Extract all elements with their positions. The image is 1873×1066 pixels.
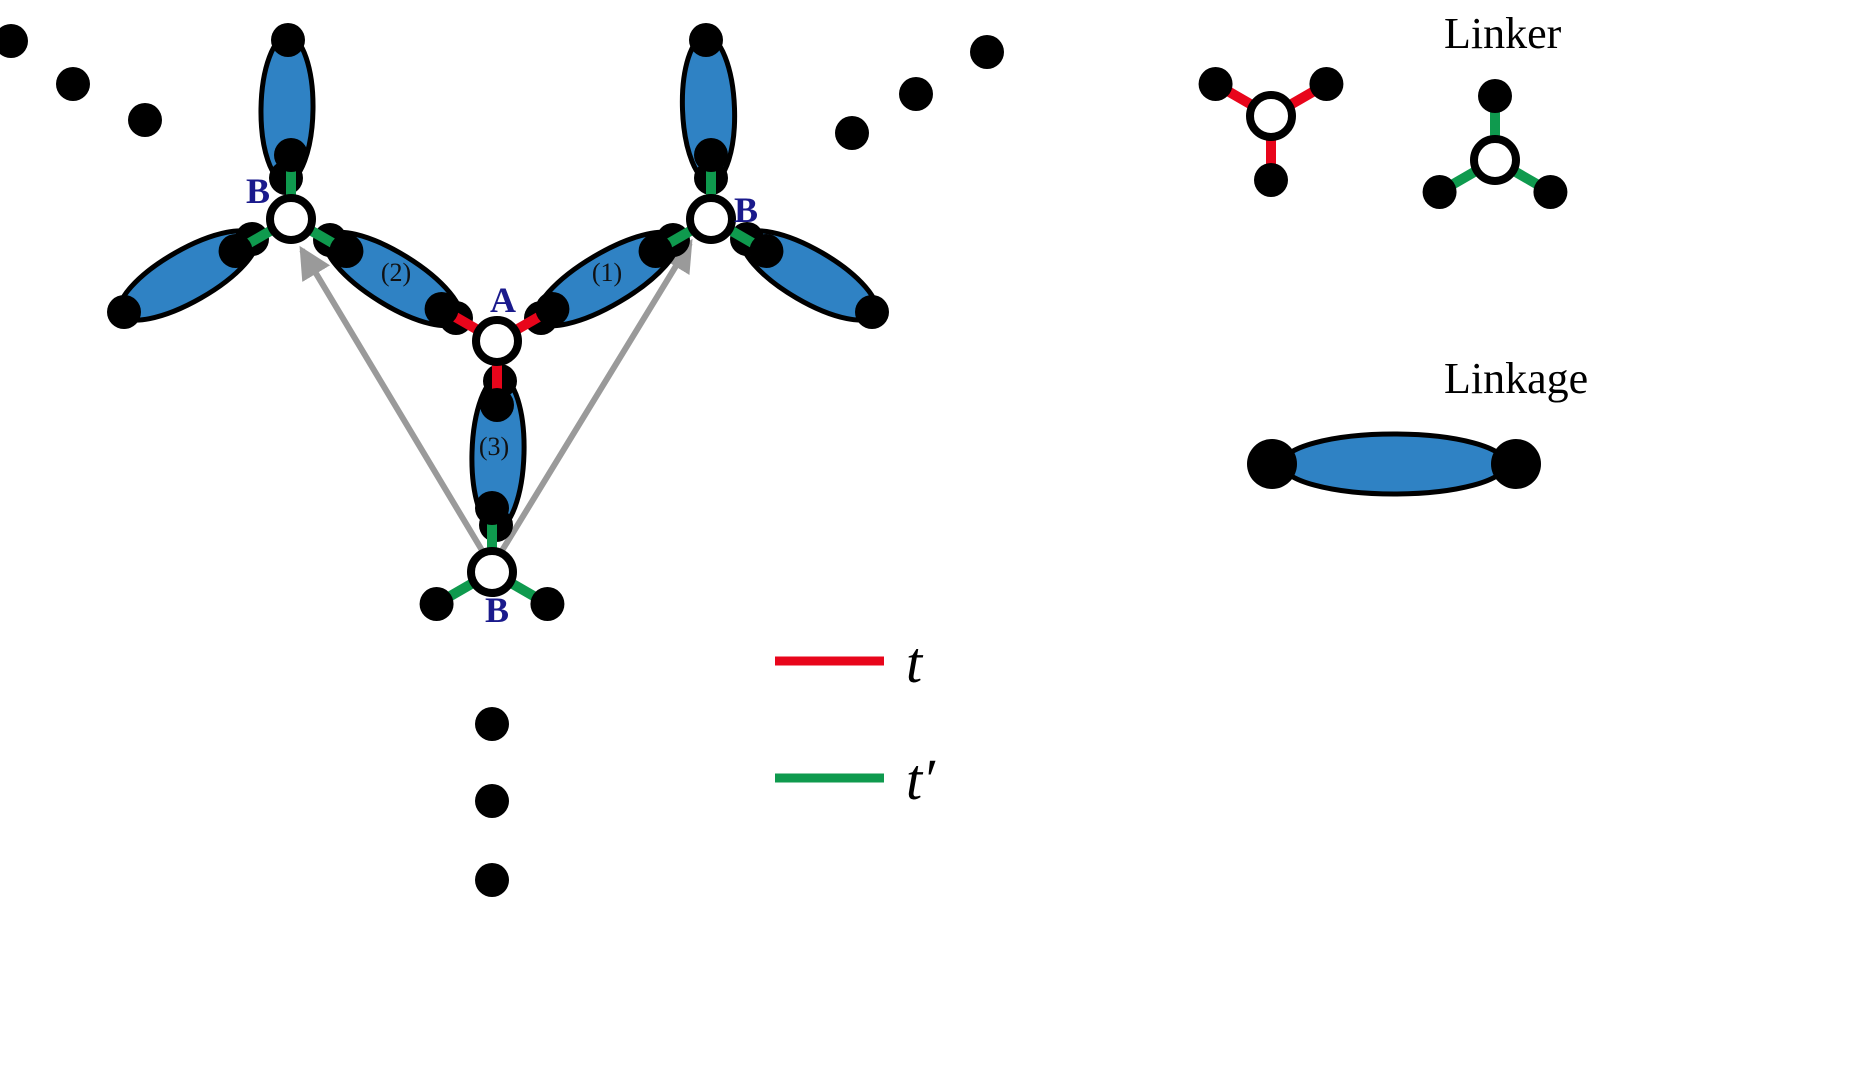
- linkage-label: (2): [381, 258, 411, 287]
- linker-site-node: [1422, 175, 1457, 209]
- legend-symbol-legend-t-prime: t′: [906, 747, 936, 812]
- bond-t: [1224, 86, 1254, 109]
- ellipsis-dot-top-left: [0, 24, 28, 58]
- linker-site-node: [1478, 79, 1512, 113]
- bond-t-prime: [244, 226, 274, 249]
- ellipsis-dot-top-right: [899, 77, 933, 111]
- legend-linkage-node: [1247, 439, 1297, 489]
- ellipsis-dot-bottom: [475, 784, 509, 818]
- bond-t-prime: [1448, 167, 1478, 190]
- linker-site-node: [424, 292, 459, 326]
- panel-title-panel-linkage: Linkage: [1444, 354, 1588, 403]
- linker-site-node: [694, 138, 728, 172]
- lattice-vector-arrows: [299, 238, 693, 569]
- legend-linkage-node: [1491, 439, 1541, 489]
- linker-site-node: [218, 234, 253, 268]
- legend-symbol-legend-t: t: [906, 630, 924, 695]
- linker-group: A B B B: [218, 138, 784, 630]
- arrow-to-b-right: [489, 238, 693, 569]
- linker-site-node: [530, 587, 565, 621]
- linker-site-node: [329, 234, 364, 268]
- linker-label-B: B: [734, 190, 758, 230]
- linker-site-node: [475, 491, 509, 525]
- bond-t-prime: [728, 226, 758, 249]
- legend-linkage-body: [1279, 431, 1509, 497]
- linker-label-A: A: [490, 280, 516, 320]
- linkage-b-right-se: [730, 222, 889, 329]
- linker-hub: [1246, 91, 1296, 141]
- linker-site-node: [749, 234, 784, 268]
- ellipsis-dots-group: [0, 24, 1004, 897]
- legend-linkage-symbol: [1247, 431, 1541, 497]
- linker-label-B: B: [246, 171, 270, 211]
- bond-t-prime: [1512, 167, 1542, 190]
- bond-t-prime: [664, 226, 694, 249]
- linker-hub: [686, 194, 736, 244]
- linker-A: A: [424, 280, 570, 422]
- linker-hub: [1470, 135, 1520, 185]
- linker-label-B: B: [485, 590, 509, 630]
- bond-t-prime: [308, 226, 338, 249]
- panel-title-panel-linker: Linker: [1444, 9, 1562, 58]
- bond-t-prime: [509, 579, 539, 602]
- linkage-end-node: [271, 23, 305, 57]
- linker-site-node: [638, 234, 673, 268]
- linker-legend-linker-t-prime: [1422, 79, 1568, 209]
- linkage-b-left-sw: [107, 222, 269, 329]
- linker-site-node: [1533, 175, 1568, 209]
- linker-B-bottom: B: [419, 491, 565, 630]
- bond-t: [1288, 86, 1318, 109]
- linker-hub: [472, 316, 522, 366]
- ellipsis-dot-bottom: [475, 707, 509, 741]
- linker-site-node: [1198, 67, 1233, 101]
- arrow-to-b-left: [299, 245, 495, 569]
- linker-site-node: [419, 587, 454, 621]
- bond-t-prime: [445, 579, 475, 602]
- ellipsis-dot-top-right: [970, 35, 1004, 69]
- linker-site-node: [480, 388, 514, 422]
- linker-site-node: [274, 138, 308, 172]
- bond-legend: t t′: [775, 630, 936, 812]
- linker-site-node: [1254, 163, 1288, 197]
- linkage-end-node: [107, 295, 141, 329]
- bond-t: [450, 311, 480, 334]
- linker-legend-linker-t: [1198, 67, 1344, 197]
- ellipsis-dot-bottom: [475, 863, 509, 897]
- linkage-end-node: [689, 23, 723, 57]
- ellipsis-dot-top-left: [128, 103, 162, 137]
- ellipsis-dot-top-right: [835, 116, 869, 150]
- linker-site-node: [535, 292, 570, 326]
- linkage-end-node: [855, 295, 889, 329]
- linkage-label: (3): [479, 432, 509, 461]
- ellipsis-dot-top-left: [56, 67, 90, 101]
- linker-hub: [266, 194, 316, 244]
- linker-hub: [467, 547, 517, 597]
- linker-site-node: [1309, 67, 1344, 101]
- linker-B-left: B: [218, 138, 364, 268]
- linkage-label: (1): [592, 258, 622, 287]
- bond-t: [514, 311, 544, 334]
- linker-B-right: B: [638, 138, 784, 268]
